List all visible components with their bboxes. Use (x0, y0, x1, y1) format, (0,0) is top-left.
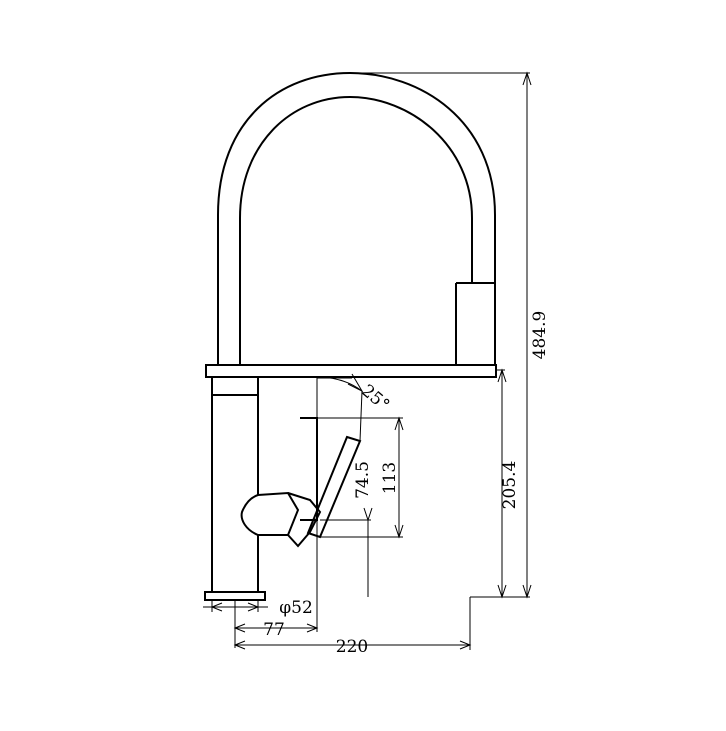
dim-spout-reach: 220 (336, 637, 368, 657)
spray-head-sleeve (455, 282, 496, 365)
dim-arc-angle (319, 376, 363, 392)
dim-handle-height: 113 (380, 462, 400, 494)
mounting-plate (205, 364, 497, 378)
body-column (211, 377, 259, 592)
handle-hub (240, 491, 300, 536)
dim-angle: 25° (357, 381, 393, 416)
dim-body-height: 205.4 (500, 461, 520, 510)
handle-joint (287, 492, 322, 548)
dim-base-diameter: φ52 (279, 598, 313, 618)
spout-inner-outline (239, 95, 473, 365)
dim-total-height: 484.9 (530, 311, 550, 360)
body-collar (211, 376, 259, 396)
dim-base-offset: 77 (263, 620, 285, 640)
spout-outer-outline (217, 71, 496, 365)
dim-handle-arm: 74.5 (353, 461, 373, 499)
tap-base (204, 591, 266, 601)
